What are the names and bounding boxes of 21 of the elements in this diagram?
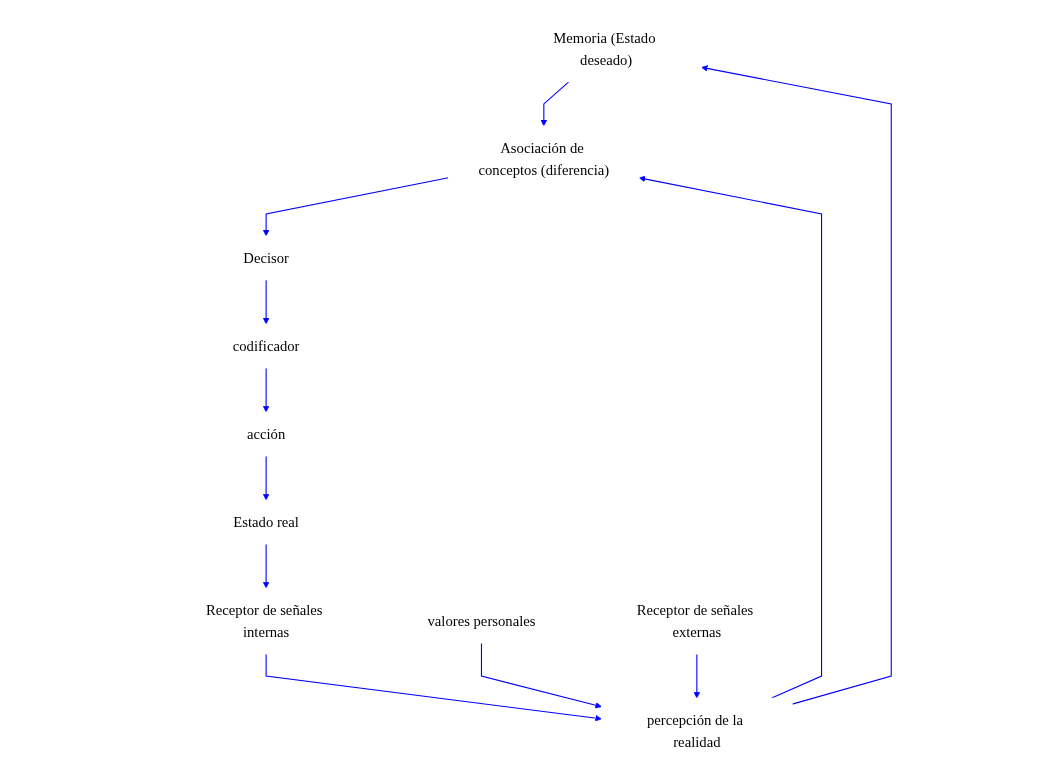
arrow: [693, 653, 701, 699]
arrow: [262, 177, 450, 237]
node-text: acción: [246, 425, 286, 443]
node-text: valores personales: [427, 613, 536, 630]
arrow: [262, 455, 270, 501]
node-text: Receptor de señales internas: [206, 602, 323, 641]
node-text: Memoria (Estado deseado): [553, 29, 656, 68]
arrow: [701, 65, 892, 705]
arrow: [540, 81, 570, 127]
arrow: [262, 543, 270, 589]
arrow: [480, 642, 602, 709]
arrow: [265, 653, 602, 722]
arrow: [262, 279, 270, 325]
node-text: Asociación de conceptos (diferencia): [478, 139, 610, 178]
node-text: Estado real: [233, 513, 299, 531]
node-text: percepción de la realidad: [646, 712, 744, 751]
node-text: codificador: [232, 337, 300, 355]
arrow: [262, 367, 270, 413]
node-text: Receptor de señales externas: [636, 602, 754, 641]
node-text: Decisor: [243, 249, 289, 267]
arrow: [638, 175, 823, 699]
